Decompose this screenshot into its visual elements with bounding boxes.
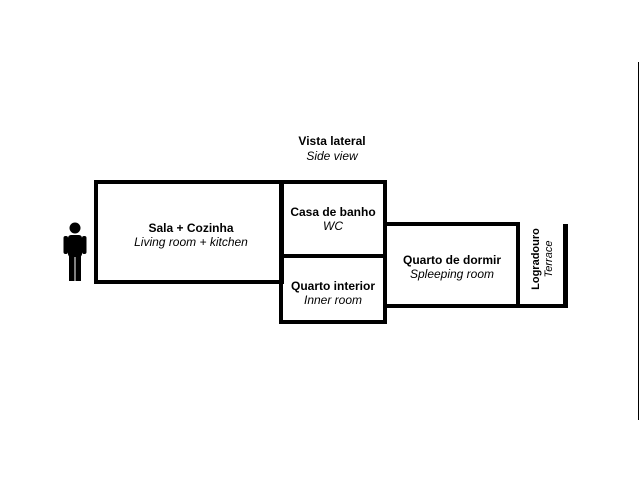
bath-label-pt: Casa de banho — [290, 205, 376, 219]
living-label-en: Living room + kitchen — [134, 235, 248, 249]
diagram-title: Vista lateral Side view — [232, 134, 432, 164]
bath-label-en: WC — [323, 219, 343, 233]
terrace-label-pt: Logradouro — [530, 228, 542, 290]
terrace-floor — [516, 304, 568, 308]
sleeping-label-pt: Quarto de dormir — [402, 253, 501, 267]
person-icon — [63, 222, 87, 281]
title-pt: Vista lateral — [298, 134, 366, 148]
page-edge-line — [638, 62, 639, 420]
terrace-label-en: Terrace — [543, 240, 555, 278]
living-label-pt: Sala + Cozinha — [148, 221, 234, 235]
inner-label: Quarto interior Inner room — [283, 279, 383, 307]
bath-label: Casa de banho WC — [283, 205, 383, 233]
inner-label-pt: Quarto interior — [290, 279, 375, 293]
terrace-wall — [563, 224, 568, 308]
sleeping-label: Quarto de dormir Spleeping room — [389, 253, 515, 281]
title-en: Side view — [306, 149, 358, 163]
room-sleeping — [383, 222, 520, 308]
terrace-label: Logradouro Terrace — [530, 209, 560, 309]
sleeping-label-en: Spleeping room — [409, 267, 495, 281]
living-label: Sala + Cozinha Living room + kitchen — [100, 221, 282, 249]
inner-label-en: Inner room — [303, 293, 363, 307]
